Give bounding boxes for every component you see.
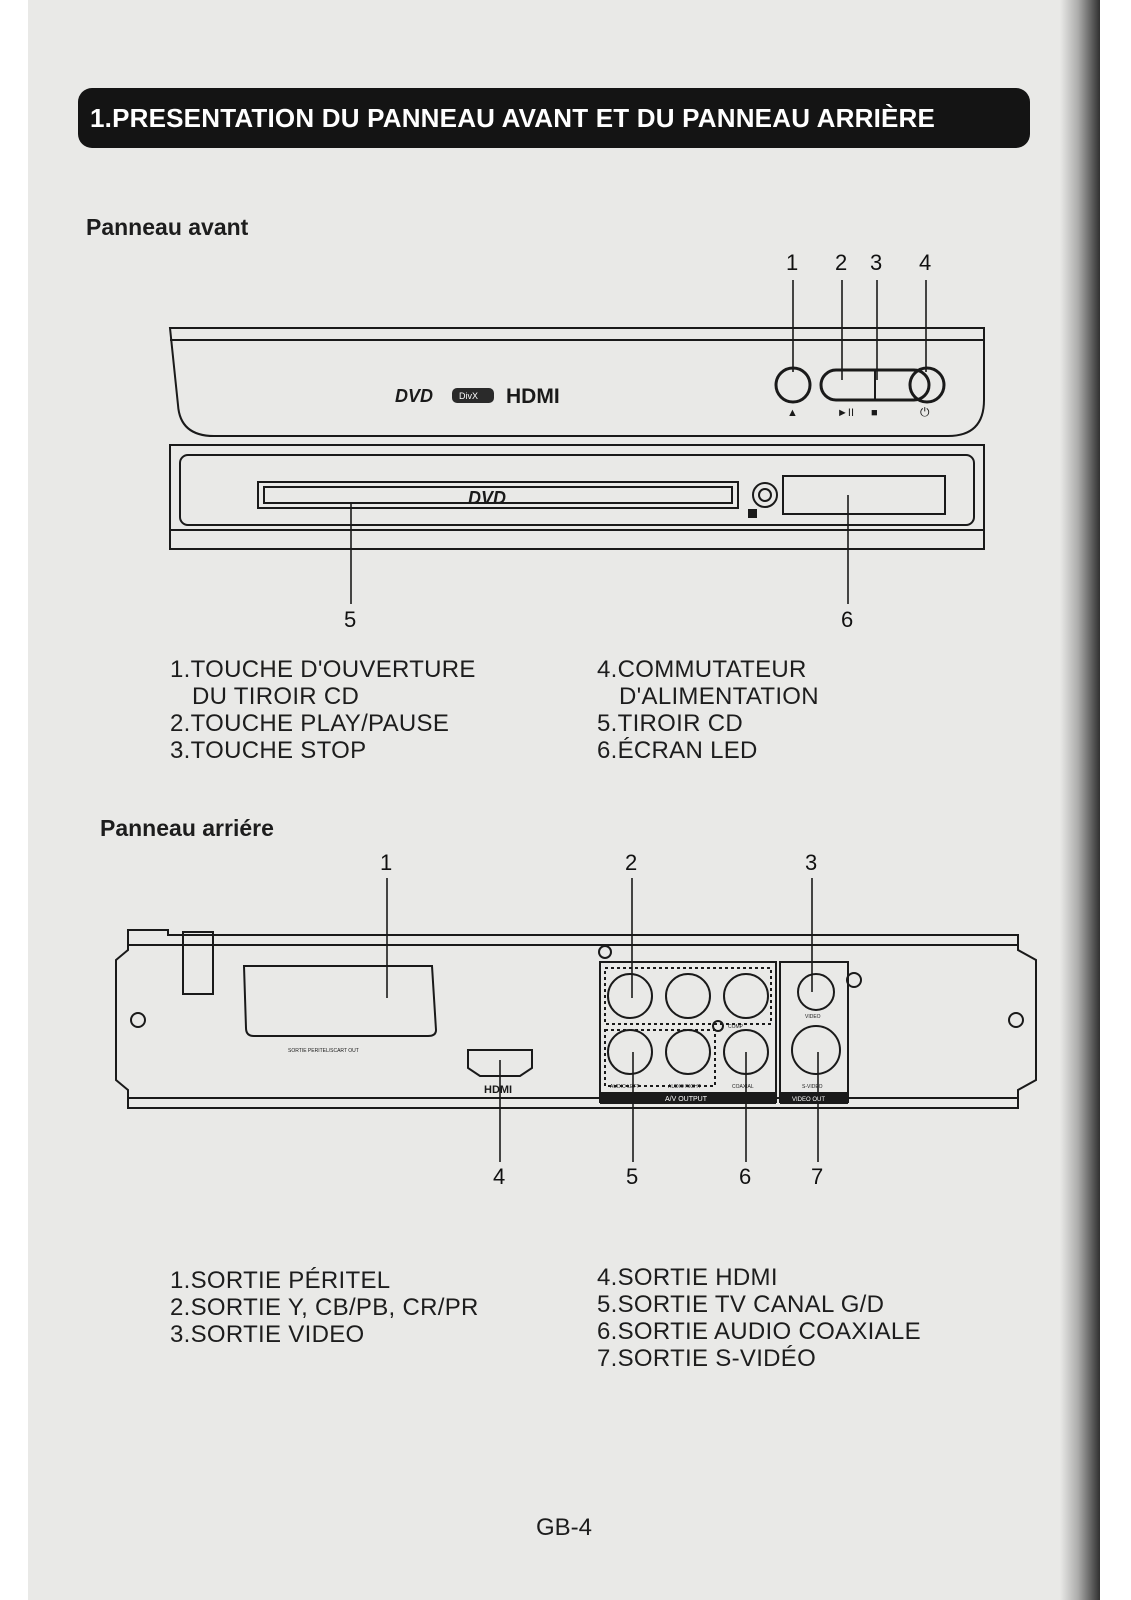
rear-legend-item-2: 2.SORTIE Y, CB/PB, CR/PR [170, 1294, 479, 1321]
front-callout-3: 3 [870, 250, 882, 275]
front-legend-left: 1.TOUCHE D'OUVERTURE DU TIROIR CD 2.TOUC… [170, 656, 476, 764]
led-display [782, 475, 946, 515]
front-lower-body [169, 444, 985, 550]
binding-shadow [1060, 0, 1100, 1600]
audio-right-label: AUDIO RIGHT [668, 1084, 701, 1090]
rear-callout-6: 6 [739, 1164, 751, 1189]
video-label: VIDEO [805, 1014, 821, 1020]
front-legend-item-2: 2.TOUCHE PLAY/PAUSE [170, 710, 450, 737]
rear-legend-item-3: 3.SORTIE VIDEO [170, 1321, 365, 1348]
front-legend-item-6: 6.ÉCRAN LED [597, 737, 758, 764]
scart-label: SORTIE PERITEL/SCART OUT [288, 1048, 359, 1054]
section-title: 1.PRESENTATION DU PANNEAU AVANT ET DU PA… [78, 88, 1030, 148]
rear-panel-heading: Panneau arriére [100, 815, 274, 841]
front-callout-5: 5 [344, 607, 356, 632]
rear-legend-item-6: 6.SORTIE AUDIO COAXIALE [597, 1318, 921, 1345]
rear-legend-item-4: 4.SORTIE HDMI [597, 1264, 778, 1291]
front-callout-2: 2 [835, 250, 847, 275]
rear-legend-right: 4.SORTIE HDMI 5.SORTIE TV CANAL G/D 6.SO… [597, 1264, 921, 1372]
hdmi-label: HDMI [484, 1084, 512, 1096]
rear-legend-item-5: 5.SORTIE TV CANAL G/D [597, 1291, 885, 1318]
av-output-block [599, 961, 777, 1103]
rear-legend-item-1: 1.SORTIE PÉRITEL [170, 1267, 391, 1294]
hdmi-logo: HDMI [506, 385, 560, 408]
rear-callout-1: 1 [380, 850, 392, 875]
front-panel-diagram: DVD DivX HDMI DVD ▲ ►II ■ ⏻ 1 2 3 4 5 6 [168, 250, 985, 632]
rear-callout-5: 5 [626, 1164, 638, 1189]
audio-left-label: AUDIO LEFT [610, 1084, 639, 1090]
rear-tab [182, 931, 214, 995]
rear-callout-4: 4 [493, 1164, 505, 1189]
front-legend-right: 4.COMMUTATEUR D'ALIMENTATION 5.TIROIR CD… [597, 656, 819, 764]
front-legend-item-5: 5.TIROIR CD [597, 710, 743, 737]
rear-callout-7: 7 [811, 1164, 823, 1189]
stop-icon: ■ [871, 407, 878, 419]
manual-page: 1.PRESENTATION DU PANNEAU AVANT ET DU PA… [28, 0, 1100, 1600]
eject-button-shape [774, 366, 812, 404]
hdmi-connector-shape [467, 1049, 533, 1077]
video-out-block [779, 961, 849, 1103]
front-legend-item-3: 3.TOUCHE STOP [170, 737, 367, 764]
front-legend-item-1-cont: DU TIROIR CD [192, 683, 360, 710]
cd-tray-slot [257, 481, 739, 509]
rear-panel-diagram: SORTIE PERITEL/SCART OUT HDMI AUDIO LEFT… [115, 850, 1037, 1189]
front-callout-1: 1 [786, 250, 798, 275]
front-legend-item-1: 1.TOUCHE D'OUVERTURE [170, 656, 476, 683]
ir-sensor [752, 482, 778, 508]
av-output-label: A/V OUTPUT [665, 1096, 708, 1103]
rear-chassis [115, 929, 1037, 1109]
rear-callout-3: 3 [805, 850, 817, 875]
svideo-label: S-VIDEO [802, 1084, 823, 1090]
front-legend-item-4: 4.COMMUTATEUR [597, 656, 807, 683]
play-pause-icon: ►II [837, 407, 854, 419]
front-callout-4: 4 [919, 250, 931, 275]
rear-legend-item-7: 7.SORTIE S-VIDÉO [597, 1345, 817, 1372]
dvd-tray-logo: DVD [468, 488, 506, 508]
rear-legend-left: 1.SORTIE PÉRITEL 2.SORTIE Y, CB/PB, CR/P… [170, 1267, 479, 1348]
coaxial-label: COAXIAL [732, 1084, 754, 1090]
dvd-logo: DVD [395, 386, 433, 406]
video-out-label: VIDEO OUT [792, 1097, 825, 1103]
comp-label: COMP [728, 1024, 744, 1030]
divx-logo: DivX [459, 391, 478, 401]
page-number: GB-4 [535, 1514, 592, 1541]
power-icon: ⏻ [920, 405, 930, 419]
front-upper-body [168, 327, 985, 437]
front-panel-heading: Panneau avant [86, 214, 249, 240]
eject-icon: ▲ [787, 407, 798, 419]
scart-connector-shape [242, 965, 438, 1037]
divx-logo-box [452, 388, 494, 403]
front-legend-item-4-cont: D'ALIMENTATION [619, 683, 819, 710]
front-callout-6: 6 [841, 607, 853, 632]
power-button-shape [908, 366, 946, 404]
rear-callout-2: 2 [625, 850, 637, 875]
